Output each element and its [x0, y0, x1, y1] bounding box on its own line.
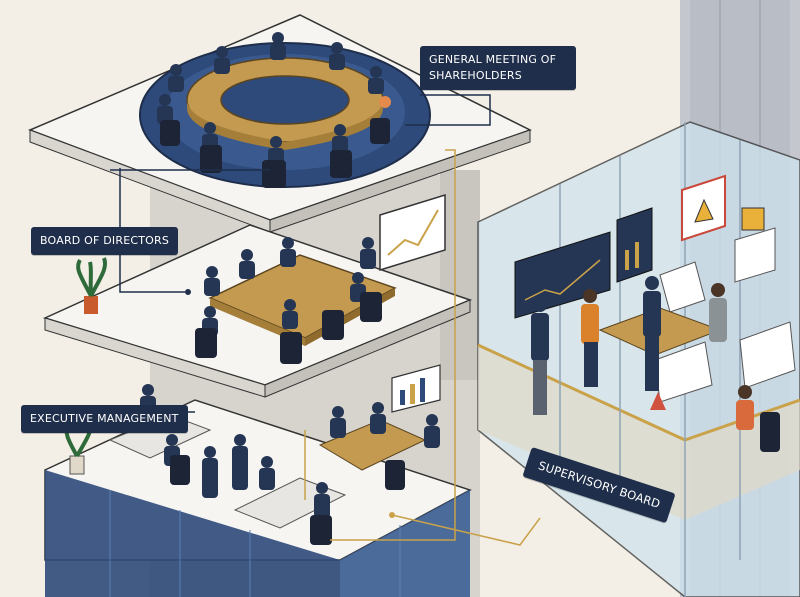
board-members — [195, 237, 382, 364]
plant-upper — [76, 257, 107, 314]
label-general-meeting: GENERAL MEETING OF SHAREHOLDERS — [420, 46, 576, 90]
supervisors — [531, 276, 780, 452]
floor-supervisory-board — [477, 121, 800, 597]
label-board-of-directors: BOARD OF DIRECTORS — [31, 227, 179, 255]
shareholders — [157, 32, 391, 188]
floor-executive — [44, 364, 472, 597]
label-executive-management: EXECUTIVE MANAGEMENT — [21, 405, 188, 433]
